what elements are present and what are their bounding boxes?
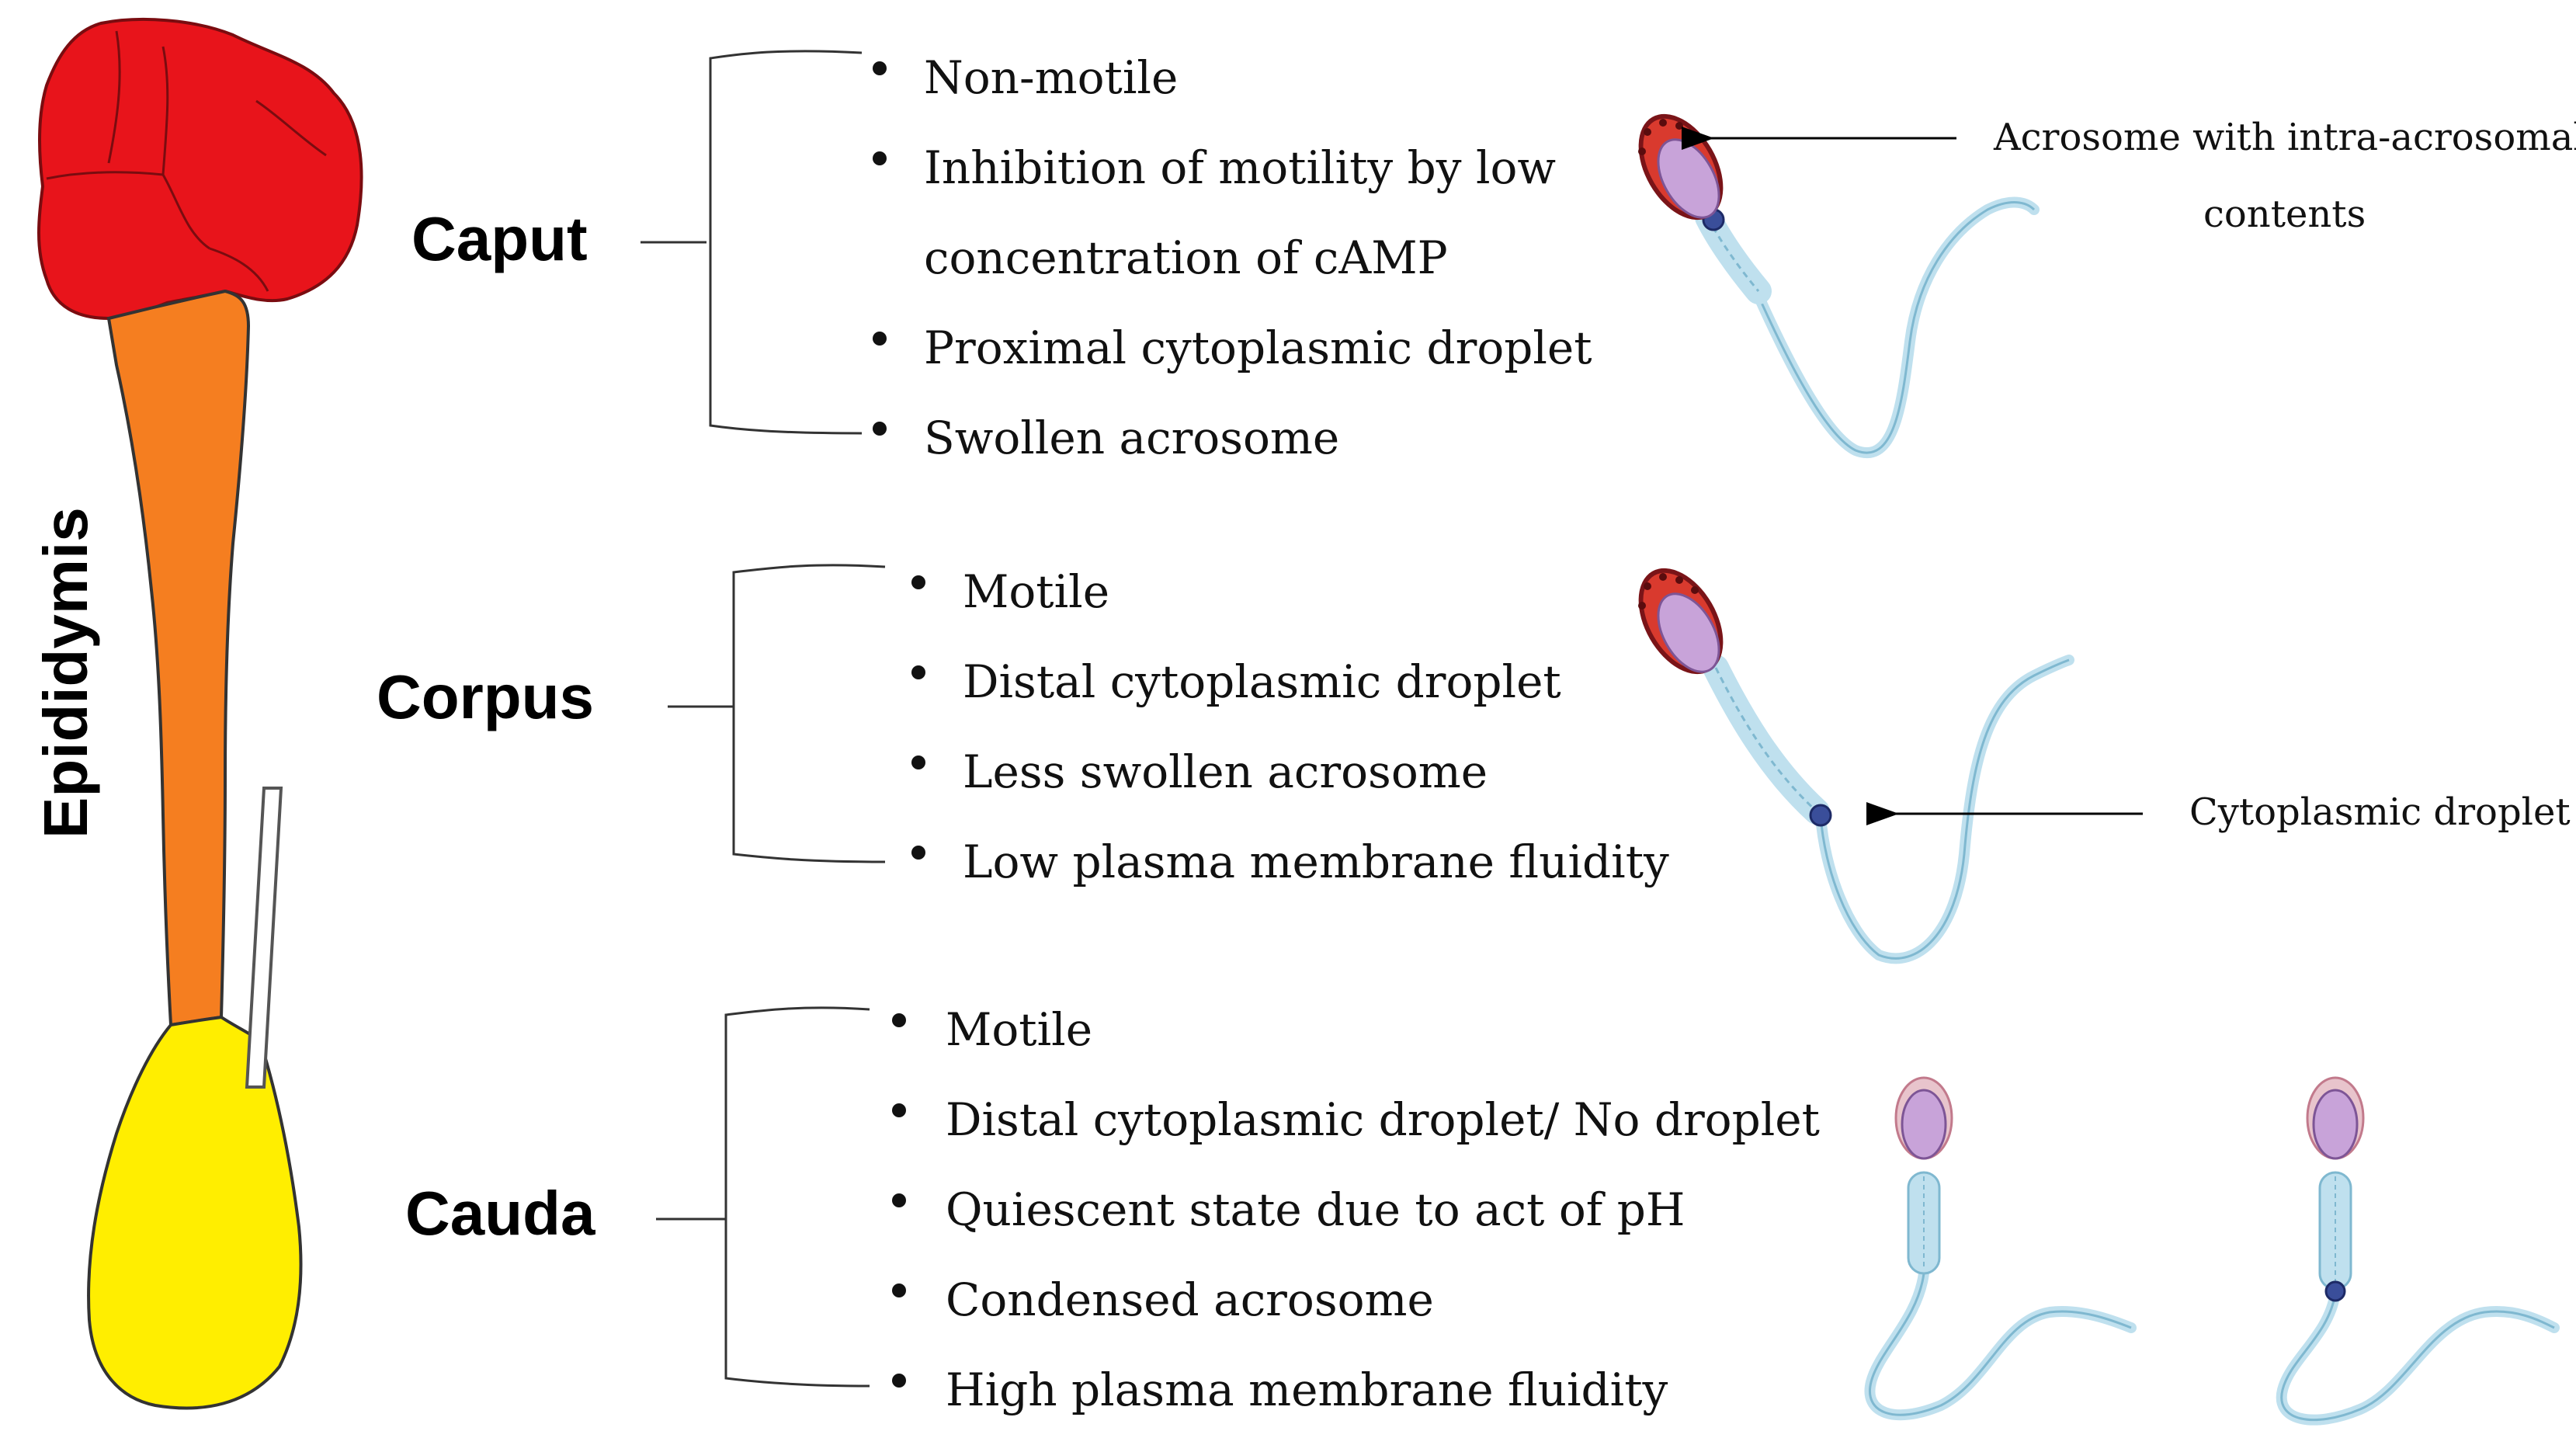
bullet-dot [892, 1193, 906, 1207]
bullet-dot [873, 422, 887, 436]
bullet-dot [892, 1283, 906, 1297]
vas-deferens-shape [245, 787, 283, 1089]
cauda-bracket [724, 1006, 870, 1388]
bullet-dot [911, 575, 925, 589]
caput-label: Caput [411, 204, 588, 273]
cauda-sperm-illustration-no-droplet [1864, 1076, 2137, 1421]
cauda-sperm-illustration-distal-droplet [2276, 1076, 2560, 1426]
cauda-bullet-text: Condensed acrosome [946, 1273, 1434, 1326]
bullet-dot [873, 61, 887, 75]
distal-droplet [1809, 804, 1832, 827]
bullet-dot [873, 151, 887, 165]
caput-region-shape [37, 18, 363, 321]
bullet-dot [892, 1013, 906, 1027]
bullet-dot [911, 846, 925, 860]
cauda-bullet-text: High plasma membrane fluidity [946, 1363, 1668, 1416]
bullet-dot [873, 332, 887, 346]
acrosome-annotation-line1: Acrosome with intra-acrosomal [1993, 116, 2576, 159]
caput-bullet-text: concentration of cAMP [924, 231, 1448, 284]
bullet-dot [911, 755, 925, 769]
corpus-sperm-illustration [1638, 568, 2074, 964]
corpus-bullet-text: Distal cytoplasmic droplet [963, 655, 1561, 708]
epididymis-organ [37, 18, 363, 1410]
corpus-bracket [732, 564, 886, 863]
cauda-bullet-text: Motile [946, 1003, 1092, 1056]
epididymis-label: Epididymis [31, 507, 100, 839]
corpus-bullet-text: Low plasma membrane fluidity [963, 835, 1669, 888]
acrosome-annotation-line2: contents [2203, 193, 2366, 236]
cauda-region-shape [87, 1015, 303, 1410]
bullet-dot [892, 1103, 906, 1117]
corpus-bullet-text: Motile [963, 565, 1109, 618]
corpus-region-shape [106, 289, 251, 1027]
cauda-label: Cauda [405, 1179, 595, 1248]
bullet-dot [911, 665, 925, 679]
corpus-bullet-text: Less swollen acrosome [963, 745, 1488, 798]
caput-bullet-text: Swollen acrosome [924, 412, 1339, 464]
caput-bullet-text: Non-motile [924, 51, 1178, 104]
caput-sperm-illustration [1638, 113, 2040, 458]
caput-bracket [709, 50, 863, 435]
droplet-annotation: Cytoplasmic droplet [2189, 790, 2571, 834]
corpus-label: Corpus [377, 662, 594, 731]
cauda-bullet-text: Quiescent state due to act of pH [946, 1183, 1685, 1236]
cauda-bullet-text: Distal cytoplasmic droplet/ No droplet [946, 1093, 1820, 1146]
bullet-dot [892, 1374, 906, 1388]
caput-bullet-text: Proximal cytoplasmic droplet [924, 321, 1592, 374]
cauda-distal-droplet [2324, 1280, 2346, 1302]
caput-bullet-text: Inhibition of motility by low [924, 141, 1556, 194]
